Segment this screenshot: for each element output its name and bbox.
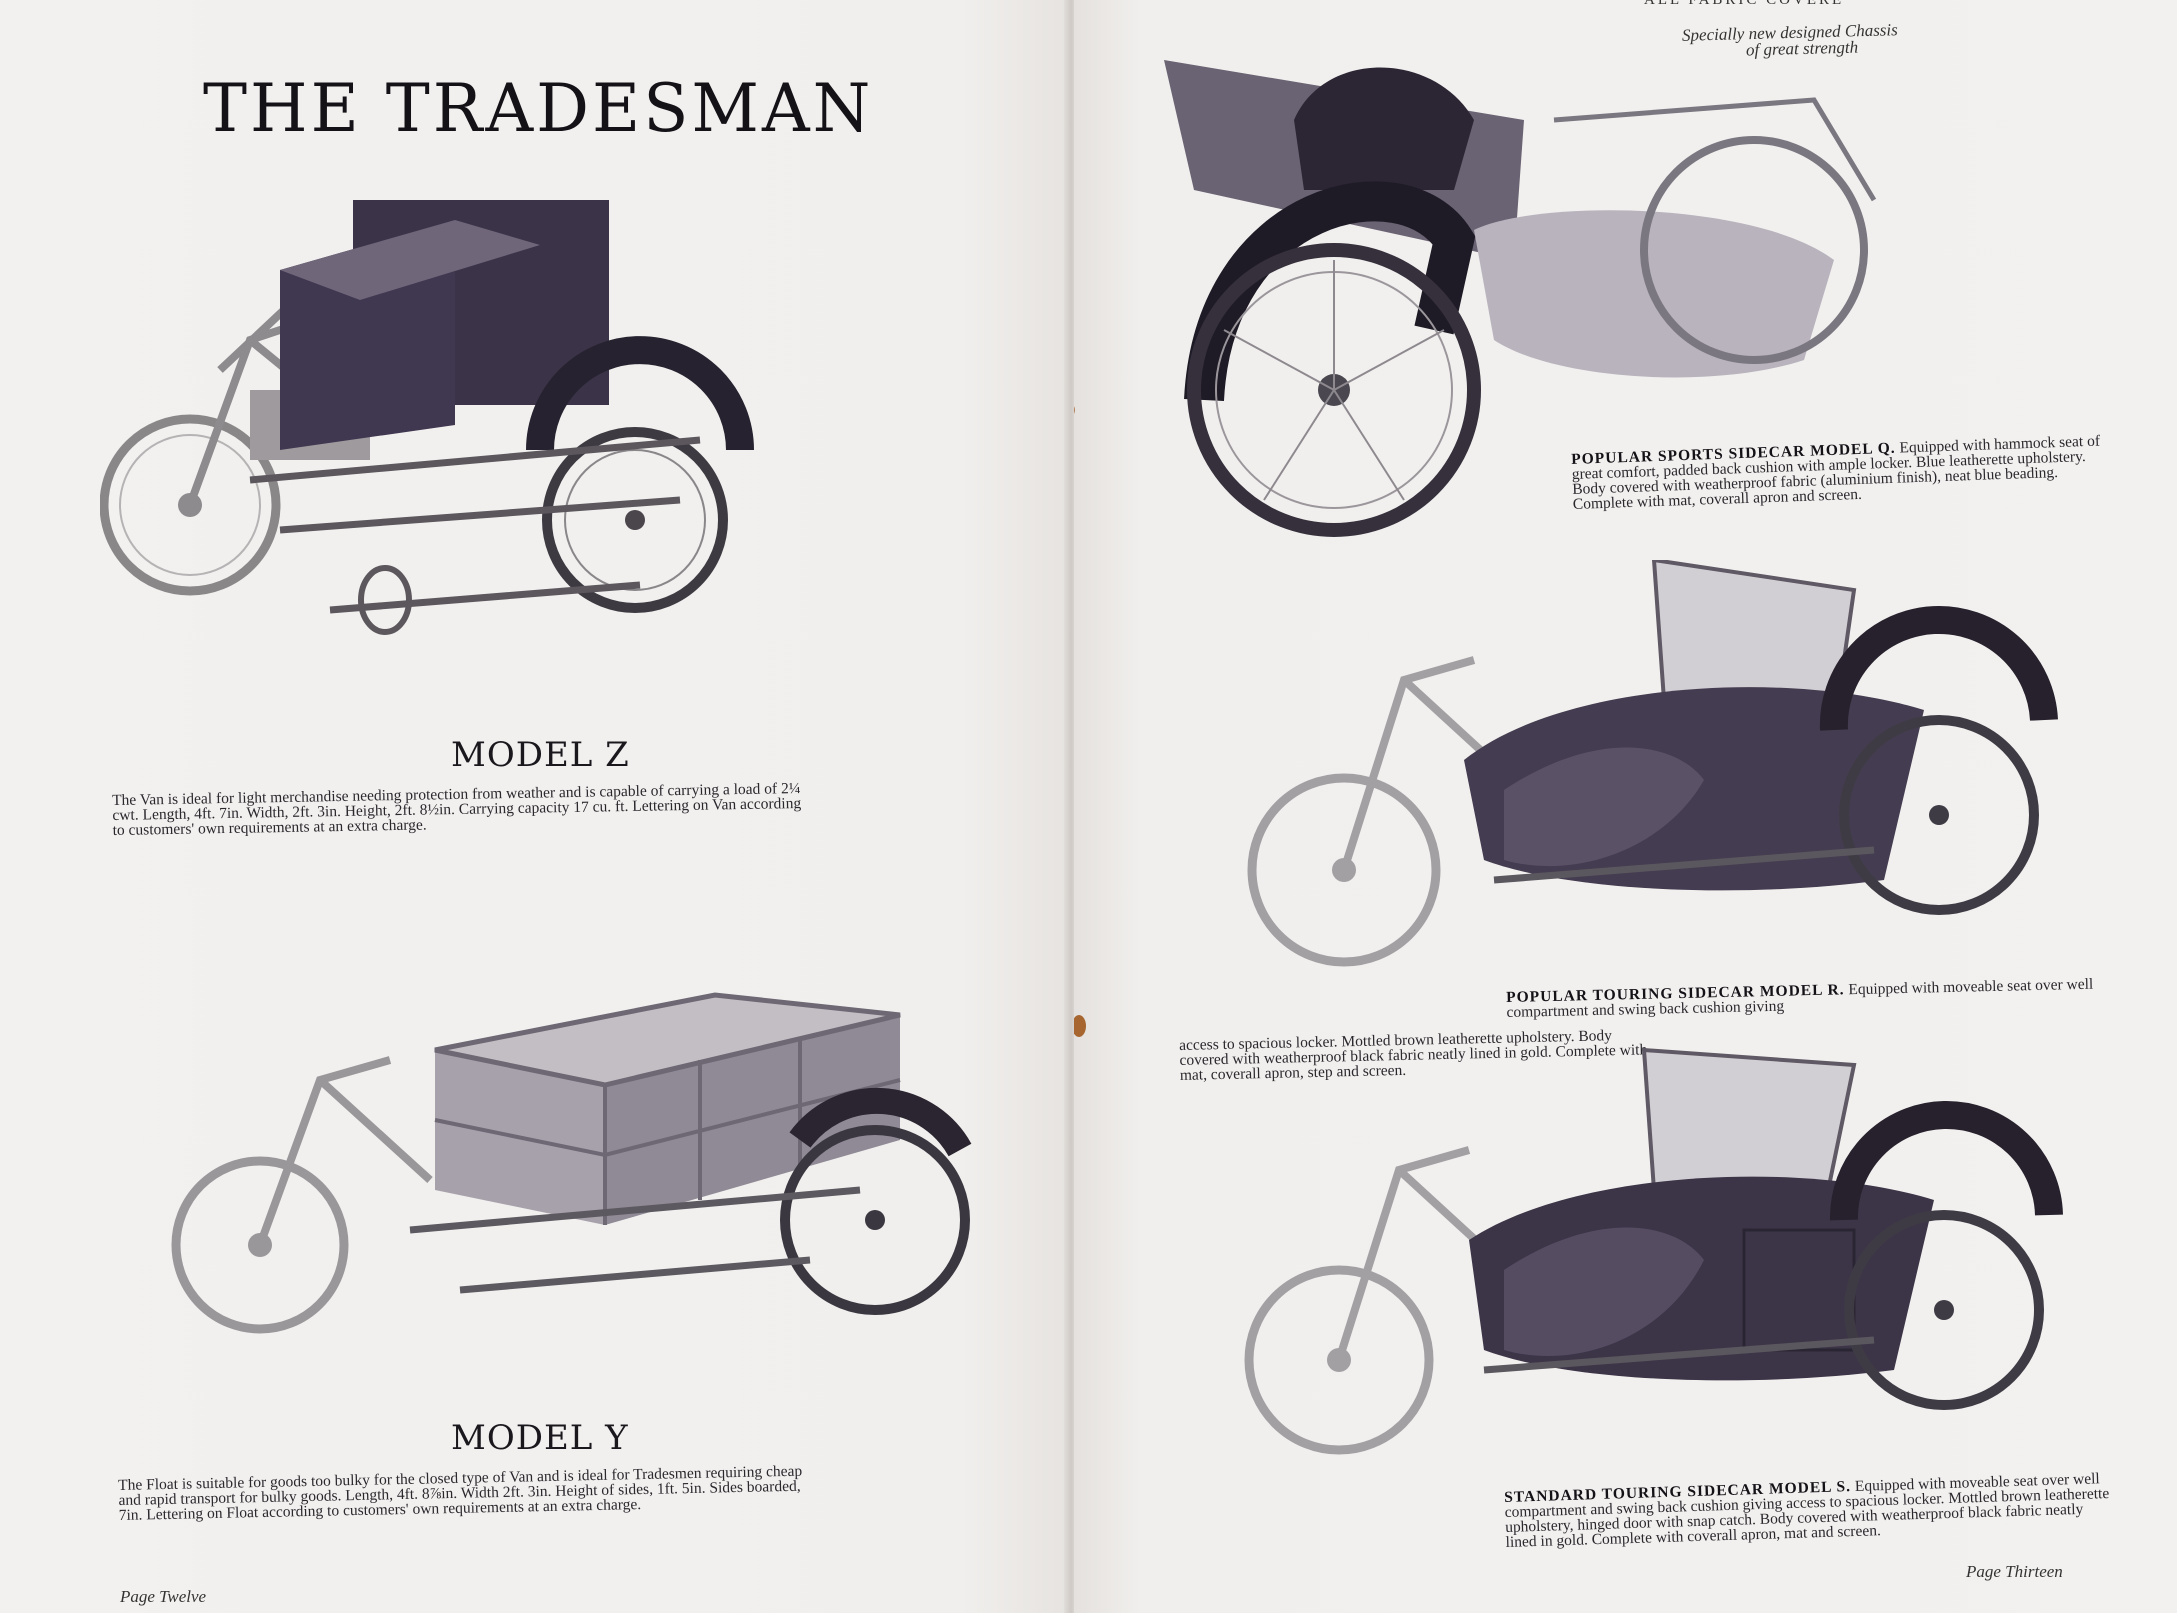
page-number-left: Page Twelve <box>120 1587 207 1606</box>
model-z-heading: MODEL Z <box>451 735 630 775</box>
touring-sidecar-s-illustration <box>1234 1040 2104 1480</box>
motorcycle-float-illustration <box>160 990 980 1340</box>
right-page: ALL FABRIC COVERE Specially new designed… <box>1074 0 2177 1613</box>
model-y-heading: MODEL Y <box>451 1418 629 1458</box>
left-page: THE TRADESMAN MODEL Z The Van is id <box>0 0 1068 1613</box>
header-fabric-cover: ALL FABRIC COVERE <box>1644 0 1845 8</box>
sports-sidecar-illustration <box>1114 0 2014 560</box>
model-s-caption: STANDARD TOURING SIDECAR MODEL S. Equipp… <box>1504 1470 2116 1551</box>
model-r-caption-lead: POPULAR TOURING SIDECAR MODEL R. Equippe… <box>1506 976 2137 1021</box>
touring-sidecar-r-illustration <box>1234 560 2104 980</box>
stain-mark-small <box>1074 405 1075 415</box>
model-z-description: The Van is ideal for light merchandise n… <box>111 779 802 839</box>
motorcycle-van-illustration <box>100 200 900 640</box>
page-title: THE TRADESMAN <box>203 70 874 147</box>
stain-mark <box>1074 1015 1086 1037</box>
page-number-right: Page Thirteen <box>1966 1562 2063 1581</box>
model-y-description: The Float is suitable for goods too bulk… <box>117 1462 803 1524</box>
